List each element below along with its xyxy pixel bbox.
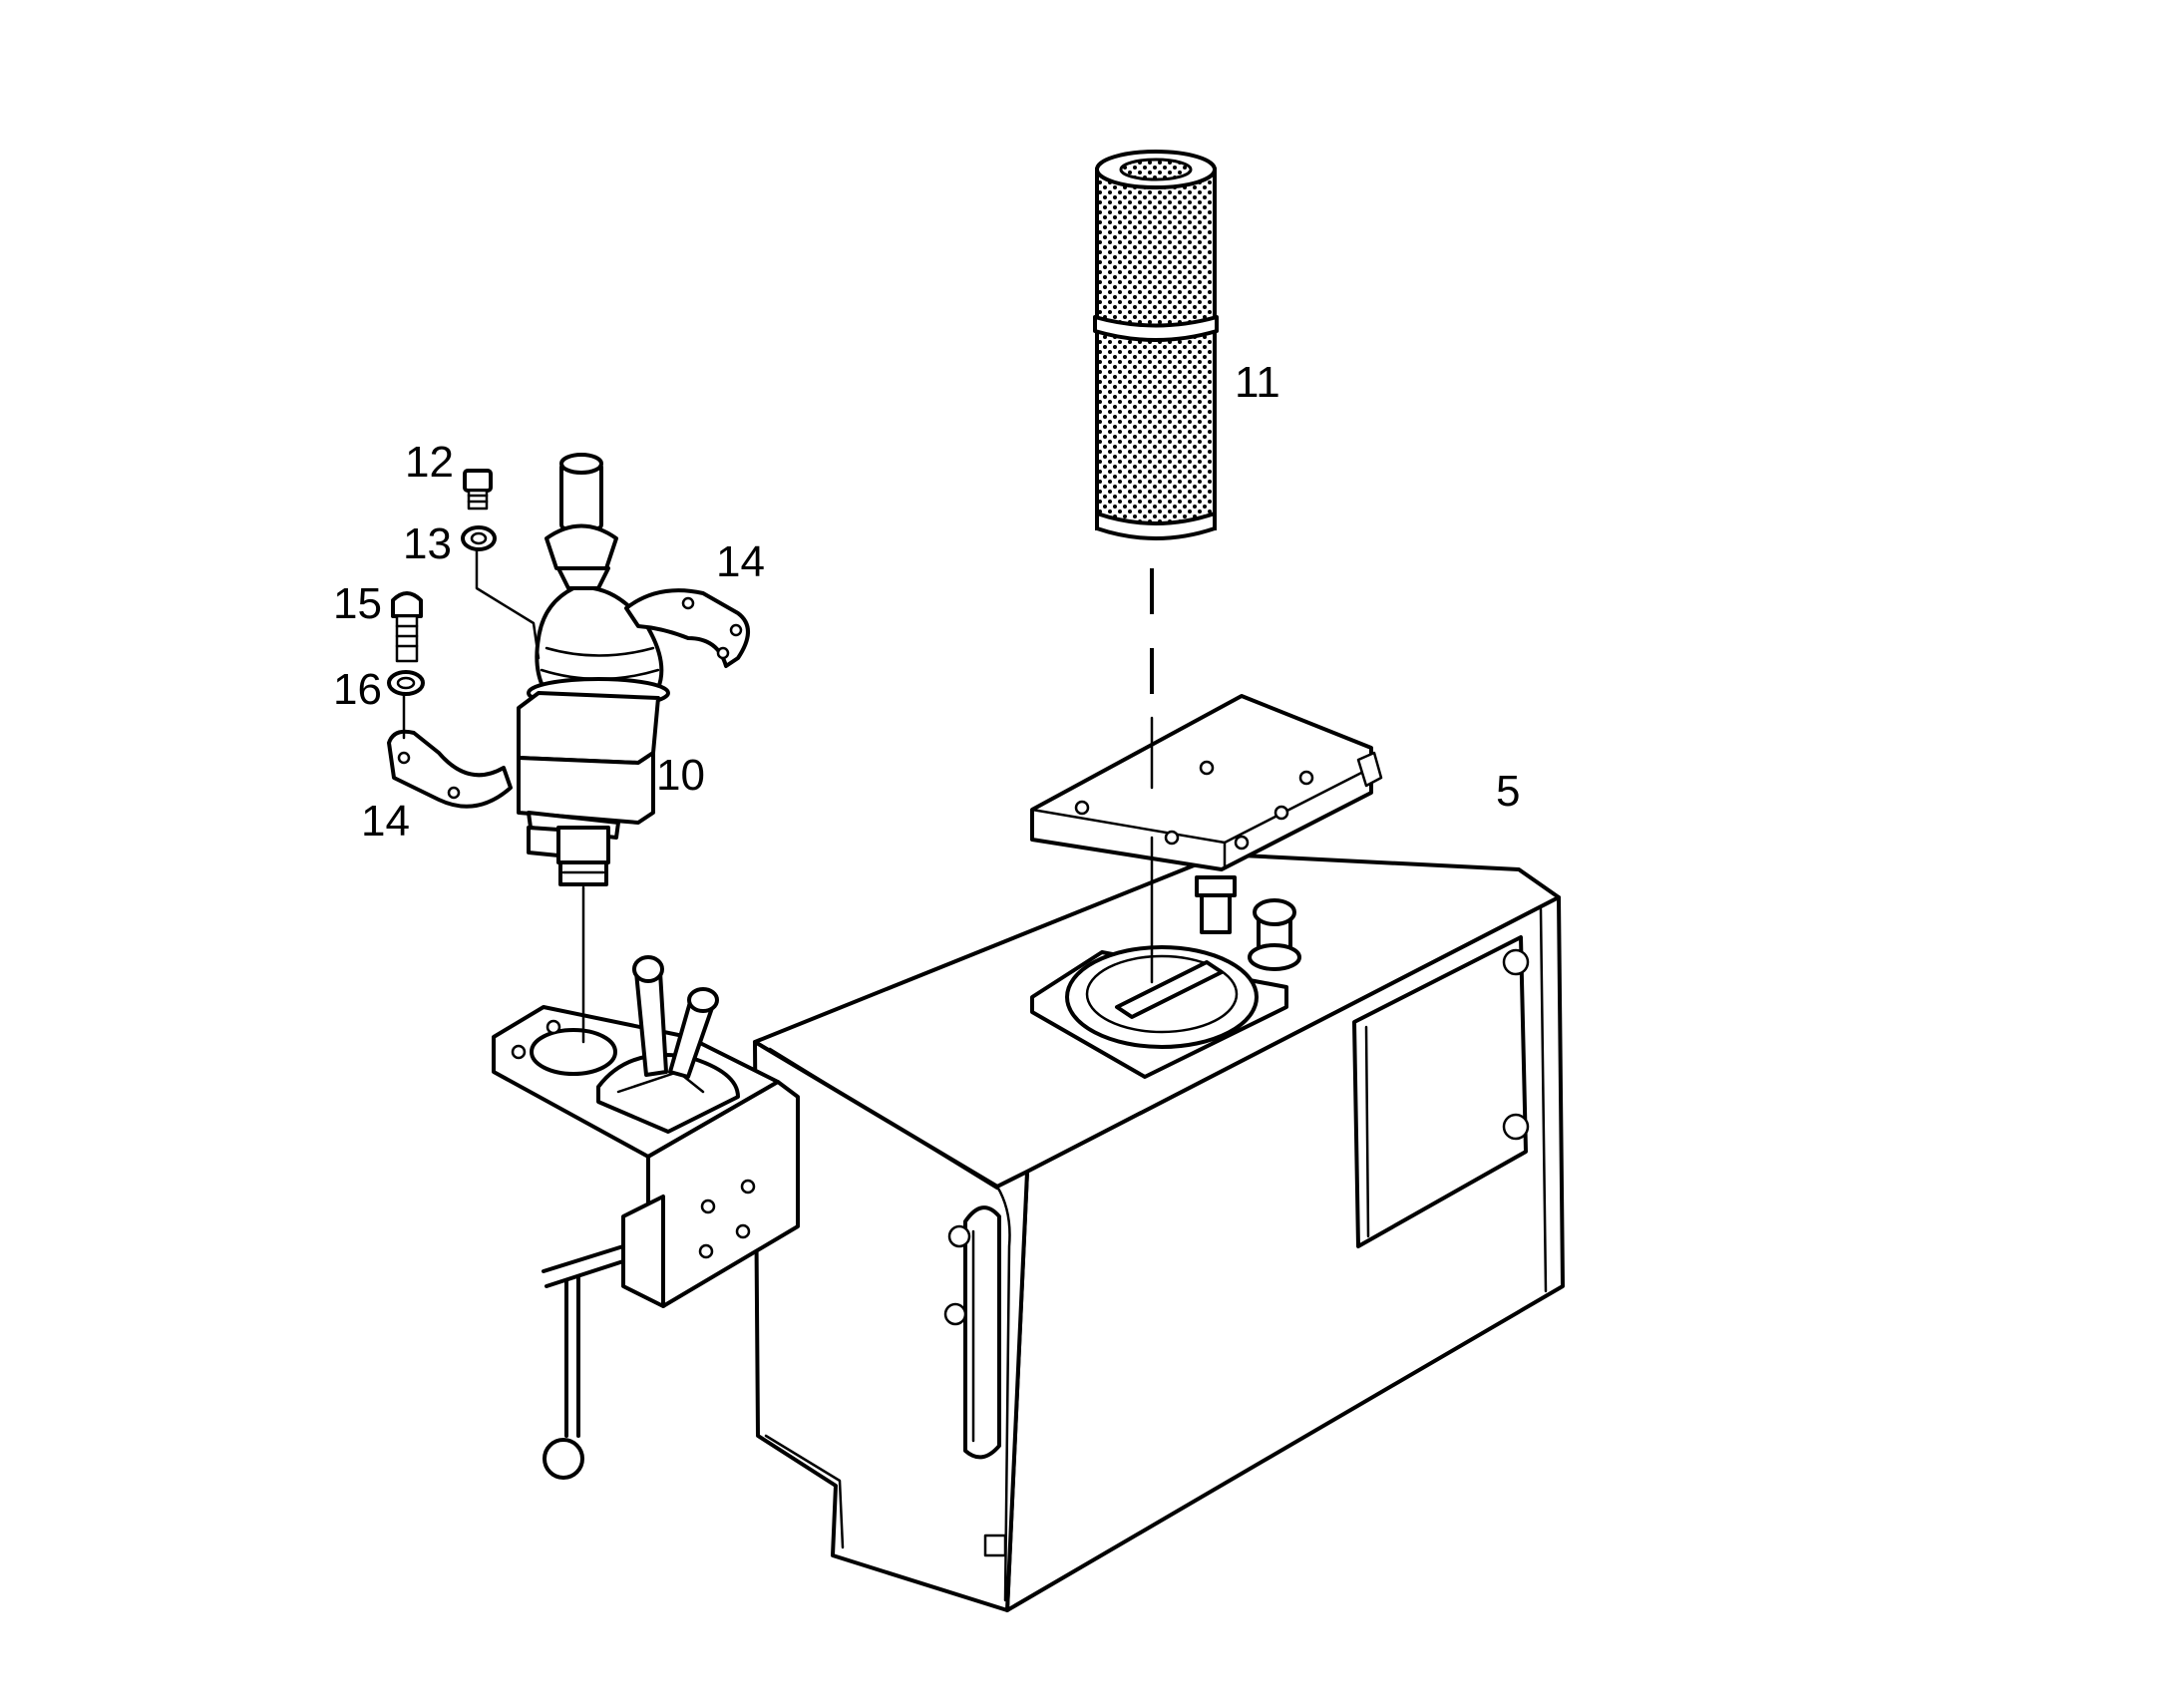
label-valve: 10 — [656, 751, 705, 800]
tank-top-plate — [1030, 694, 1373, 871]
label-washer-top: 13 — [403, 519, 452, 568]
screw-and-washer — [461, 469, 541, 660]
tank-inspection-panel — [1352, 935, 1528, 1248]
label-bracket-right: 14 — [716, 537, 765, 586]
control-valve — [517, 453, 670, 1044]
label-screw: 12 — [405, 438, 454, 487]
control-bracket — [492, 955, 800, 1480]
label-tank: 5 — [1496, 767, 1520, 816]
mounting-bracket-left — [387, 729, 513, 809]
hydraulic-tank — [753, 694, 1565, 1612]
tank-front-face — [753, 1040, 1029, 1612]
lever-ball-handle — [543, 1438, 584, 1480]
bolt-and-washer — [387, 591, 425, 740]
label-filter: 11 — [1235, 358, 1280, 407]
label-washer-bottom: 16 — [333, 665, 382, 714]
tank-handle — [963, 1205, 1001, 1460]
mounting-bracket-right — [624, 588, 750, 668]
label-bolt: 15 — [333, 579, 382, 628]
filter-element — [1093, 150, 1219, 984]
label-bracket-left: 14 — [361, 797, 410, 846]
